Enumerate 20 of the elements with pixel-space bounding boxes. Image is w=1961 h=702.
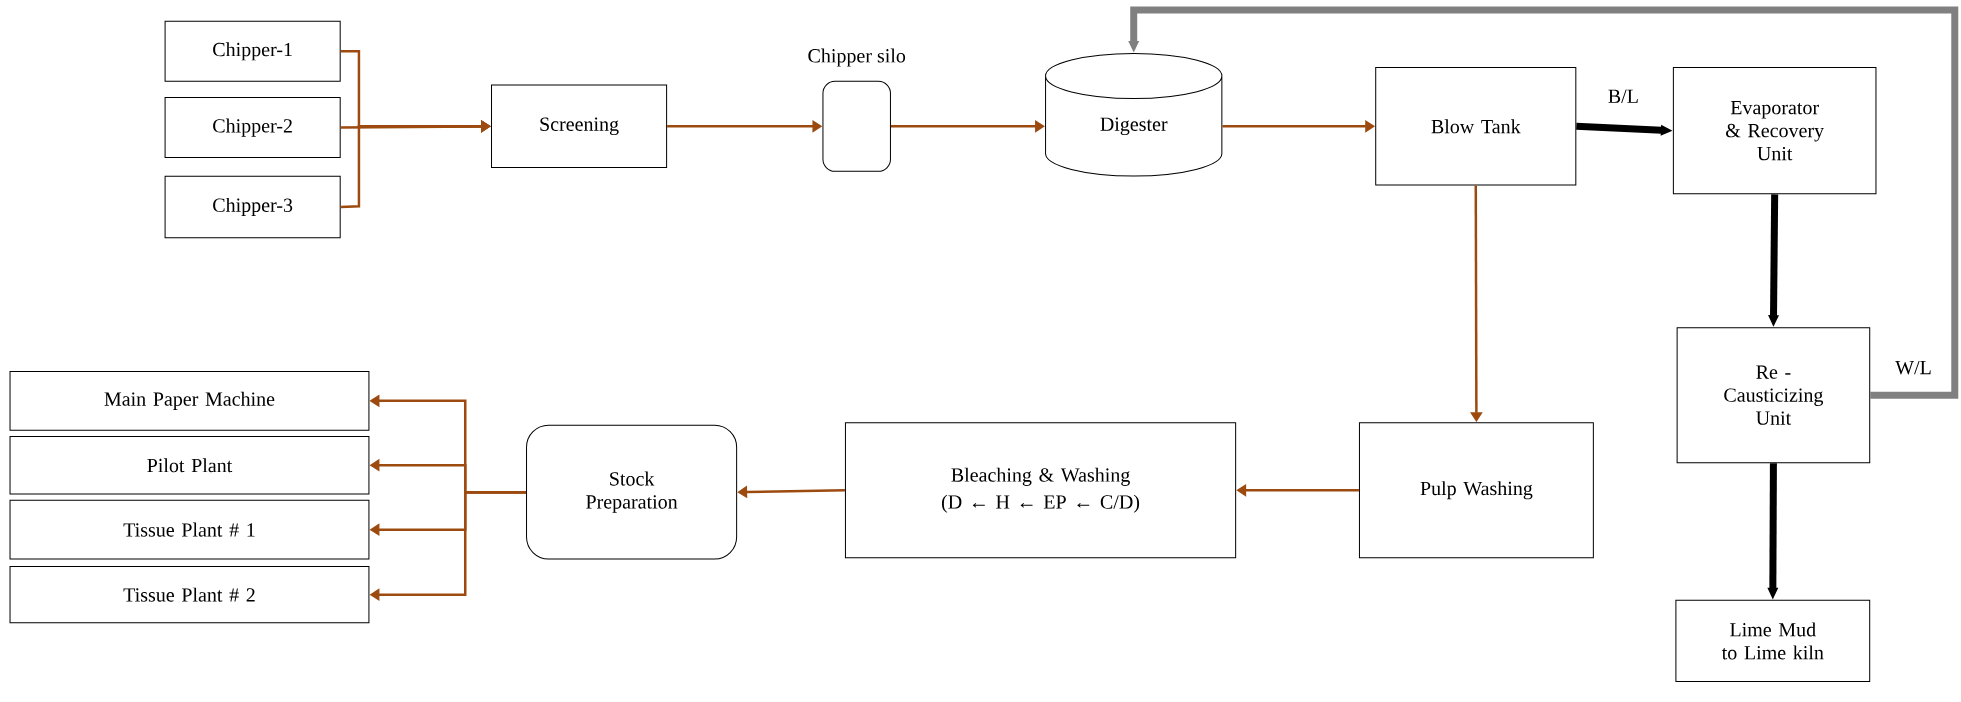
- process-box: Lime Mud to Lime kiln: [1675, 599, 1871, 683]
- edge-label: W/L: [1894, 359, 1933, 376]
- process-box: Tissue Plant # 2: [9, 566, 370, 624]
- node-label: Chipper silo: [808, 48, 906, 67]
- process-box: Pilot Plant: [9, 436, 370, 495]
- process-box: Chipper-1: [164, 20, 341, 82]
- process-box: Main Paper Machine: [9, 370, 370, 431]
- process-box: Bleaching & Washing (D ← H ← EP ← C/D): [844, 422, 1237, 559]
- process-box: Stock Preparation: [526, 424, 738, 560]
- process-box: Re - Causticizing Unit: [1676, 327, 1871, 464]
- edge-label: B/L: [1606, 88, 1640, 104]
- process-box: Evaporator & Recovery Unit: [1672, 67, 1877, 195]
- process-box: Pulp Washing: [1358, 422, 1594, 559]
- digester-cylinder: Digester: [1045, 53, 1223, 177]
- process-box: Tissue Plant # 1: [9, 499, 370, 560]
- process-box: Chipper-3: [164, 175, 341, 239]
- silo-box: Chipper silo: [808, 48, 906, 172]
- process-box: Screening: [491, 84, 668, 169]
- process-box: Chipper-2: [164, 97, 341, 159]
- process-box: Blow Tank: [1375, 67, 1577, 186]
